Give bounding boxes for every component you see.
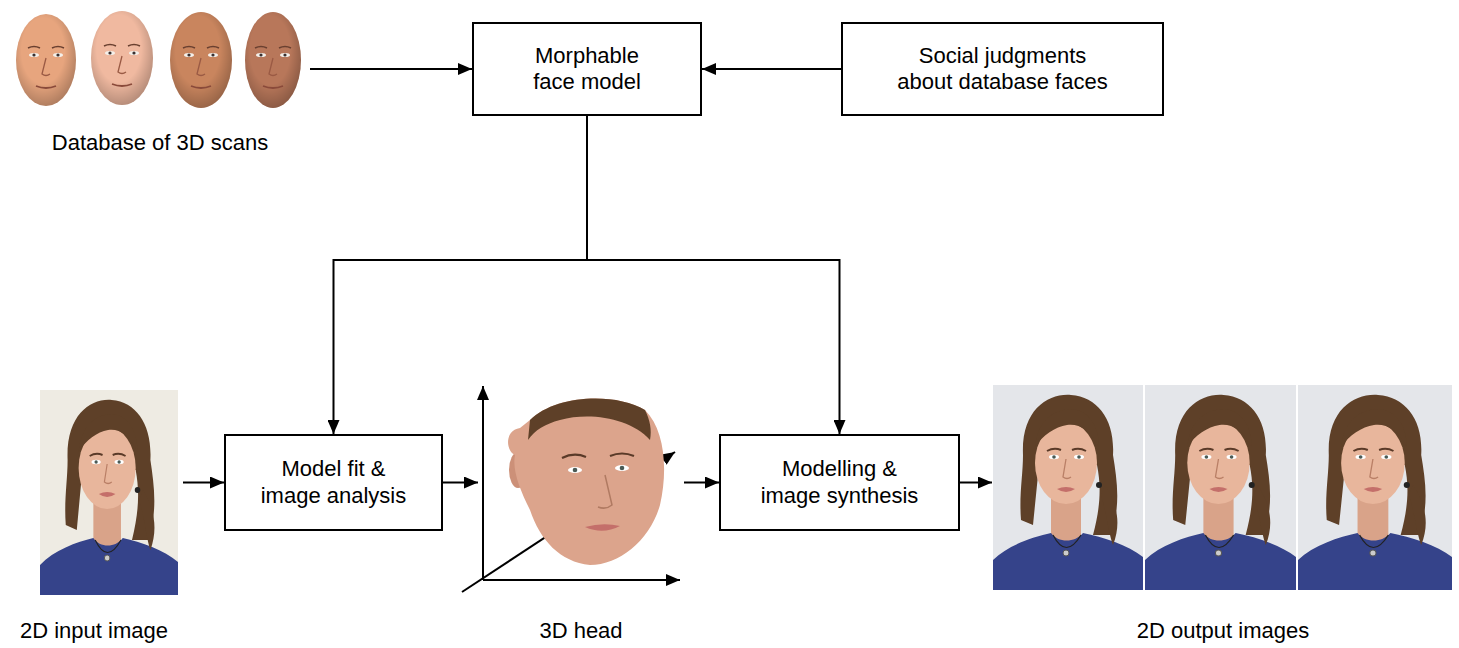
- connector-arrow: [310, 68, 472, 70]
- image-caption: 2D output images: [1137, 618, 1309, 644]
- process-box: Modelling & image synthesis: [719, 434, 960, 531]
- connector-arrow: [443, 482, 478, 484]
- image-panel: 2D input image: [5, 386, 183, 644]
- box-label: Morphable face model: [522, 43, 652, 96]
- connector-arrow: [334, 116, 588, 434]
- process-box: Morphable face model: [472, 22, 702, 116]
- output-photos: [993, 385, 1452, 590]
- box-label: Model fit & image analysis: [254, 456, 414, 509]
- image-panel: 3D head: [478, 385, 684, 644]
- image-caption: Database of 3D scans: [52, 130, 268, 156]
- image-panel: 2D output images: [992, 385, 1454, 644]
- box-label: Social judgments about database faces: [890, 43, 1115, 96]
- process-box: Model fit & image analysis: [224, 434, 443, 531]
- connector-arrow: [702, 68, 841, 70]
- connector-arrow: [960, 482, 992, 484]
- head-axes: [462, 386, 680, 592]
- connector-arrow: [183, 482, 224, 484]
- input-photo: [40, 390, 178, 595]
- scan-heads: [16, 11, 301, 108]
- box-label: Modelling & image synthesis: [755, 456, 925, 509]
- image-caption: 2D input image: [20, 618, 168, 644]
- connector-arrow: [684, 482, 719, 484]
- image-panel: Database of 3D scans: [10, 8, 310, 156]
- head-3d: [508, 399, 664, 565]
- connector-arrow: [587, 116, 840, 434]
- process-box: Social judgments about database faces: [841, 22, 1164, 116]
- image-caption: 3D head: [539, 618, 622, 644]
